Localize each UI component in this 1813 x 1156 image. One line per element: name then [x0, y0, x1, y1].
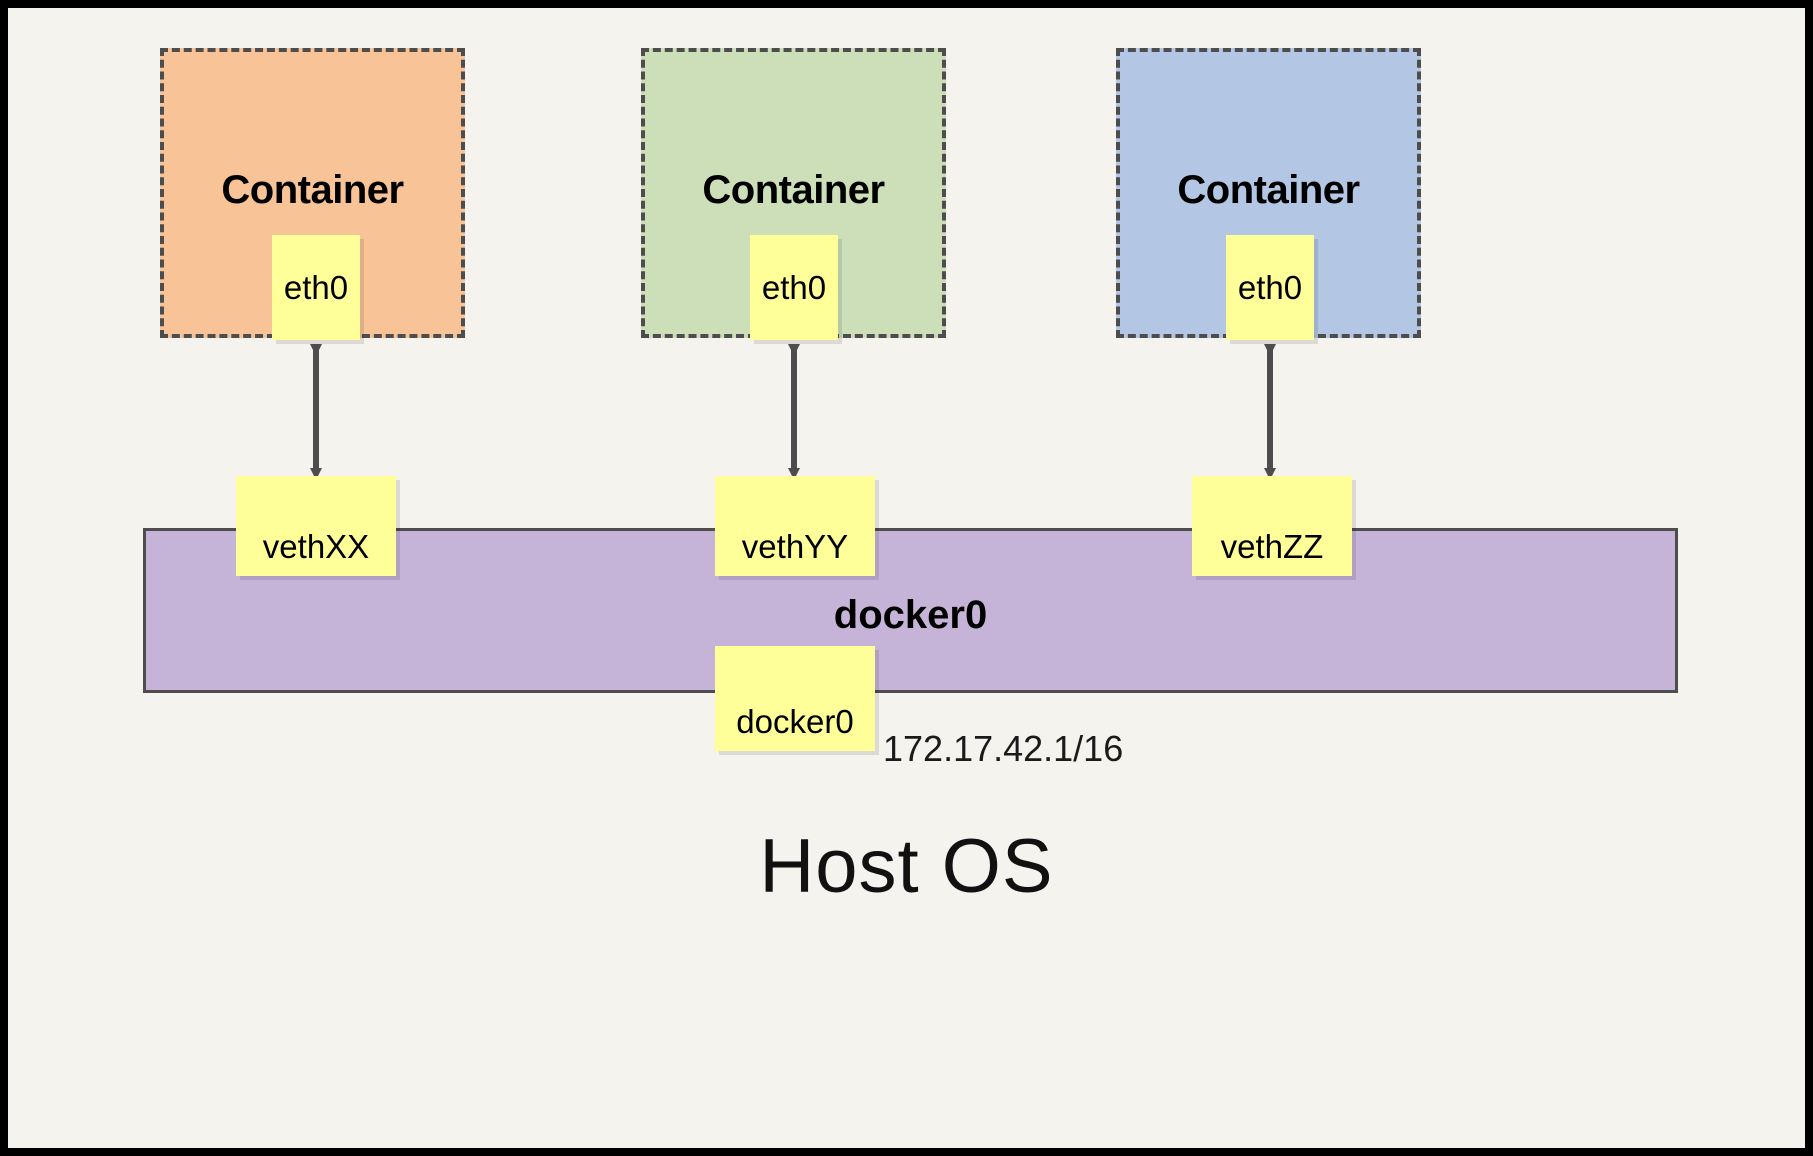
docker0-bridge-bar — [143, 528, 1678, 693]
host-os-page: Container eth0 Container eth0 Container … — [8, 8, 1805, 1148]
veth-arrow-1 — [310, 344, 322, 480]
container-title-1: Container — [221, 168, 404, 212]
veth-chip-1: vethXX — [236, 476, 396, 576]
veth-arrow-3 — [1264, 344, 1276, 480]
veth-arrow-2 — [788, 344, 800, 480]
eth0-chip-3: eth0 — [1226, 235, 1314, 340]
docker0-bridge-title: docker0 — [833, 593, 988, 637]
eth0-chip-2: eth0 — [750, 235, 838, 340]
veth-chip-3: vethZZ — [1192, 476, 1352, 576]
container-title-2: Container — [702, 168, 885, 212]
docker0-ip-label: 172.17.42.1/16 — [883, 728, 1124, 769]
eth0-chip-1: eth0 — [272, 235, 360, 340]
docker0-interface-chip: docker0 — [715, 646, 875, 751]
host-os-label: Host OS — [759, 824, 1054, 909]
container-title-3: Container — [1177, 168, 1360, 212]
veth-chip-2: vethYY — [715, 476, 875, 576]
